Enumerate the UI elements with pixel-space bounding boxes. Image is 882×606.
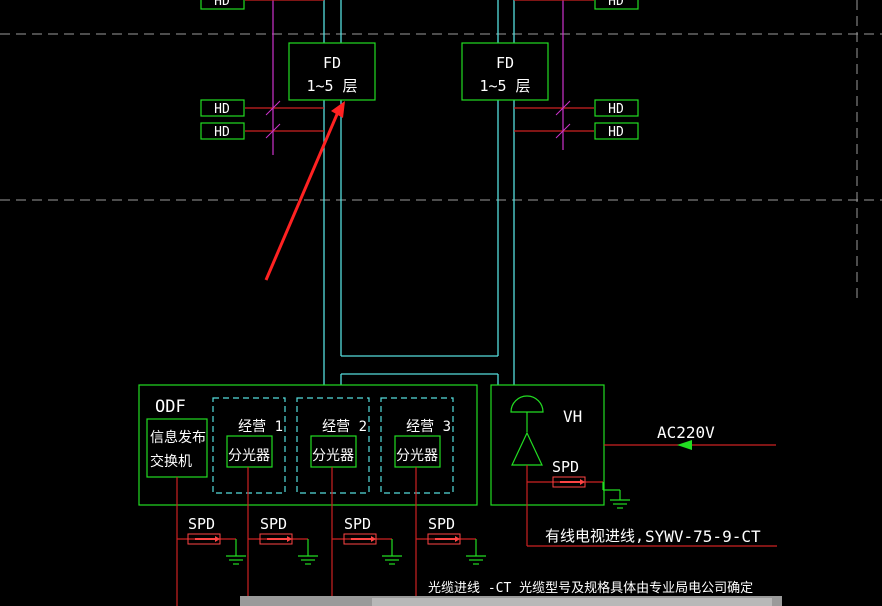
- floor-distributor: FD 1~5 层: [461, 42, 549, 101]
- vh-label: VH: [563, 407, 582, 426]
- cable-tv-note-left: 有线电视进线,: [545, 527, 644, 545]
- axis-lines: [0, 0, 882, 300]
- operator-boxes: [212, 397, 454, 494]
- operator-name: 经营 2: [322, 419, 367, 435]
- antenna-icon: [510, 395, 544, 413]
- splitter-label: 分光器: [312, 448, 354, 464]
- spd-elements: [187, 533, 461, 545]
- ground-icon: [610, 499, 630, 509]
- spd-label: SPD: [428, 515, 455, 533]
- hd-label: HD: [608, 102, 624, 117]
- odf-label: ODF: [155, 397, 186, 417]
- hd-label: HD: [214, 102, 230, 117]
- hd-feeders: [245, 0, 594, 132]
- hd-label: HD: [214, 0, 230, 9]
- crossing-ticks: [265, 100, 571, 139]
- splitter-label: 分光器: [396, 448, 438, 464]
- cable-tray: [323, 0, 515, 385]
- cable-tv-note-right: SYWV-75-9-CT: [645, 527, 761, 546]
- fd-floors: 1~5 层: [306, 77, 357, 95]
- fd-floors: 1~5 层: [479, 77, 530, 95]
- splitter-label: 分光器: [228, 448, 270, 464]
- power-feed-label: AC220V: [657, 423, 715, 442]
- splitter-boxes: [226, 435, 441, 468]
- operator-name: 经营 1: [238, 419, 283, 435]
- hd-label: HD: [214, 125, 230, 140]
- floor-distributor: FD 1~5 层: [288, 42, 376, 101]
- operator-name: 经营 3: [406, 419, 451, 435]
- amplifier-icon: [511, 431, 543, 466]
- spd-label: SPD: [344, 515, 371, 533]
- hd-label: HD: [608, 125, 624, 140]
- status-bar: [240, 596, 782, 606]
- feed-arrow-icon: [677, 440, 692, 450]
- fd-code: FD: [323, 54, 341, 72]
- switch-line1: 信息发布: [150, 429, 206, 446]
- spd-label: SPD: [260, 515, 287, 533]
- switch-line2: 交换机: [150, 453, 192, 470]
- fd-code: FD: [496, 54, 514, 72]
- odf-cabinet: ODF 信息发布 交换机: [138, 384, 478, 506]
- vh-box: VH SPD: [490, 384, 777, 547]
- annotation-arrow: [264, 101, 345, 281]
- ground-icons: [226, 539, 486, 565]
- fiber-note: 光缆进线 -CT 光缆型号及规格具体由专业局电公司确定: [428, 580, 753, 596]
- vertical-risers: [272, 0, 564, 155]
- spd-label: SPD: [188, 515, 215, 533]
- hd-boxes: [200, 0, 639, 140]
- status-bar-segment: [372, 598, 772, 606]
- power-feed: AC220V: [604, 423, 776, 450]
- vh-spd-label: SPD: [552, 458, 579, 476]
- spd-feeders: [176, 467, 476, 606]
- hd-label: HD: [608, 0, 624, 9]
